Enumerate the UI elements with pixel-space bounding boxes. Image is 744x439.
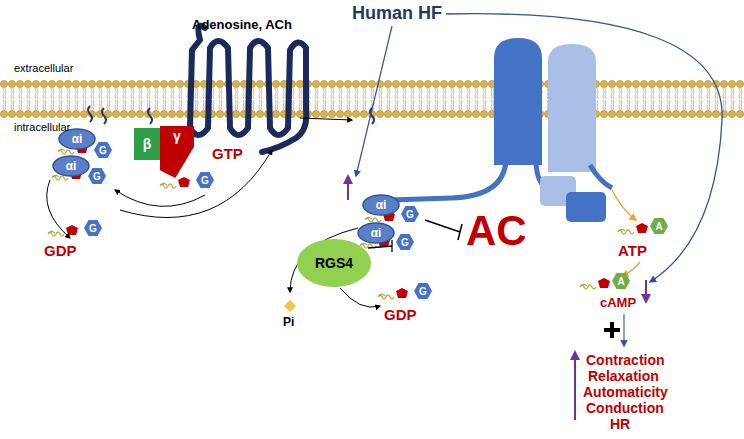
nucleotide-hexagon: G (396, 234, 414, 250)
node-label: αi (371, 226, 382, 240)
node-label: β (143, 136, 152, 152)
node-label: G (93, 171, 101, 182)
nucleotide-hexagon: A (612, 273, 630, 289)
text-label: Pi (283, 316, 294, 329)
node-label: A (655, 221, 662, 232)
node-label: αi (66, 159, 77, 173)
subunit-shape: β (134, 128, 160, 160)
text-label: Contraction (586, 353, 665, 368)
text-label: Human HF (352, 4, 442, 24)
nucleotide-hexagon: G (94, 142, 112, 158)
text-label: intracellular (14, 121, 70, 133)
text-label: AC (466, 208, 527, 254)
nucleotide-hexagon: G (196, 172, 214, 188)
text-label: GTP (212, 146, 243, 163)
text-label: cAMP (600, 296, 636, 310)
node-label: γ (173, 128, 181, 144)
text-label: ATP (618, 243, 647, 260)
text-label: Adenosine, ACh (192, 18, 292, 32)
protein-oval: αi (362, 194, 400, 216)
text-label: extracellular (14, 62, 73, 74)
text-label: Automaticity (583, 385, 668, 400)
node-label: G (401, 237, 409, 248)
nucleotide-hexagon: G (401, 206, 419, 222)
node-label: αi (376, 198, 387, 212)
subunit-shape: γ (160, 126, 194, 178)
node-label: αi (72, 132, 83, 146)
node-label: RGS4 (315, 255, 353, 271)
node-label: G (419, 286, 427, 297)
text-label: Conduction (586, 401, 664, 416)
nucleotide-hexagon: G (84, 220, 102, 236)
node-label: A (617, 276, 624, 287)
nucleotide-hexagon: G (88, 168, 106, 184)
protein-oval: αi (357, 222, 395, 244)
nucleotide-hexagon: G (414, 283, 432, 299)
protein-oval: RGS4 (296, 238, 372, 288)
node-label: G (201, 175, 209, 186)
protein-oval: αi (52, 155, 90, 177)
text-label: Relaxation (588, 369, 659, 384)
nucleotide-hexagon: A (650, 218, 668, 234)
node-label: G (406, 209, 414, 220)
text-label: HR (610, 417, 630, 432)
text-label: GDP (384, 307, 417, 324)
node-label: G (99, 145, 107, 156)
node-label: G (89, 223, 97, 234)
text-label: GDP (44, 243, 77, 260)
